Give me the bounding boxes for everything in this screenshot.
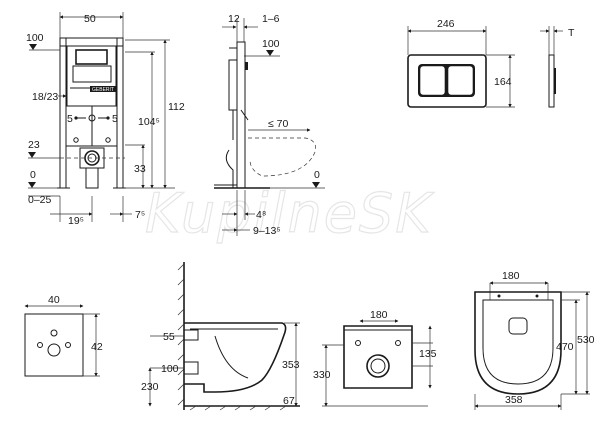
dim-back-330: 330 <box>313 369 331 381</box>
dim-bolt-right: 5 <box>112 113 118 125</box>
dim-side-230: 230 <box>141 381 159 393</box>
brand-plate <box>90 86 116 92</box>
dim-side-12: 12 <box>228 13 240 25</box>
dim-back-180: 180 <box>370 309 388 321</box>
watermark: KupilneSK <box>145 182 434 245</box>
dim-drain-23: 23 <box>28 139 40 151</box>
dim-bowl-depth: ≤ 70 <box>268 118 289 130</box>
frame-side-view: 12 1–6 100 ≤ 70 0 4⁸ 9–13⁵ <box>214 13 325 237</box>
frame-front-view: 50 GEBERIT 100 1 <box>26 12 185 227</box>
dim-height-104: 104⁵ <box>138 116 160 128</box>
dim-floor-range: 0–25 <box>28 194 52 206</box>
dim-bolt-range: 18/23 <box>32 91 58 103</box>
dim-pad-width: 40 <box>48 294 60 306</box>
dim-side-1-6: 1–6 <box>262 13 280 25</box>
dim-frame-width: 50 <box>84 13 96 25</box>
dim-pad-height: 42 <box>91 341 103 353</box>
dim-side-55: 55 <box>163 331 175 343</box>
flush-plate: 246 164 T <box>407 18 575 108</box>
dim-plate-thickness: T <box>568 27 575 39</box>
dim-inlet-33: 33 <box>134 163 146 175</box>
dim-side-67: 67 <box>283 395 295 407</box>
dim-side-range: 9–13⁵ <box>253 225 281 237</box>
dim-top-470: 470 <box>556 341 574 353</box>
dim-top-530: 530 <box>577 334 595 346</box>
dim-bolt-left: 5 <box>67 113 73 125</box>
dim-floor-zero-front: 0 <box>30 169 36 181</box>
dim-side-48: 4⁸ <box>256 209 266 221</box>
dim-back-135: 135 <box>419 348 437 360</box>
dim-top-100: 100 <box>26 32 44 44</box>
dim-offset-right: 7⁵ <box>135 209 145 221</box>
wc-top-view: 180 470 530 358 <box>474 270 595 410</box>
dim-top-180: 180 <box>502 270 520 282</box>
dim-side-353: 353 <box>282 359 300 371</box>
dim-floor-zero-side: 0 <box>314 169 320 181</box>
dim-height-112: 112 <box>168 101 185 113</box>
dim-side-100b: 100 <box>161 363 179 375</box>
dim-top-358: 358 <box>505 394 523 406</box>
dim-offset-left: 19⁵ <box>68 215 84 227</box>
brand-label: GEBERIT <box>92 87 114 93</box>
sound-pad: 40 42 <box>24 294 103 377</box>
dim-plate-height: 164 <box>494 76 512 88</box>
dim-plate-width: 246 <box>437 18 455 30</box>
dim-side-100: 100 <box>262 38 280 50</box>
wc-back-view: 180 135 330 <box>313 309 437 407</box>
wc-side-view: 55 100 230 353 67 <box>141 262 300 411</box>
